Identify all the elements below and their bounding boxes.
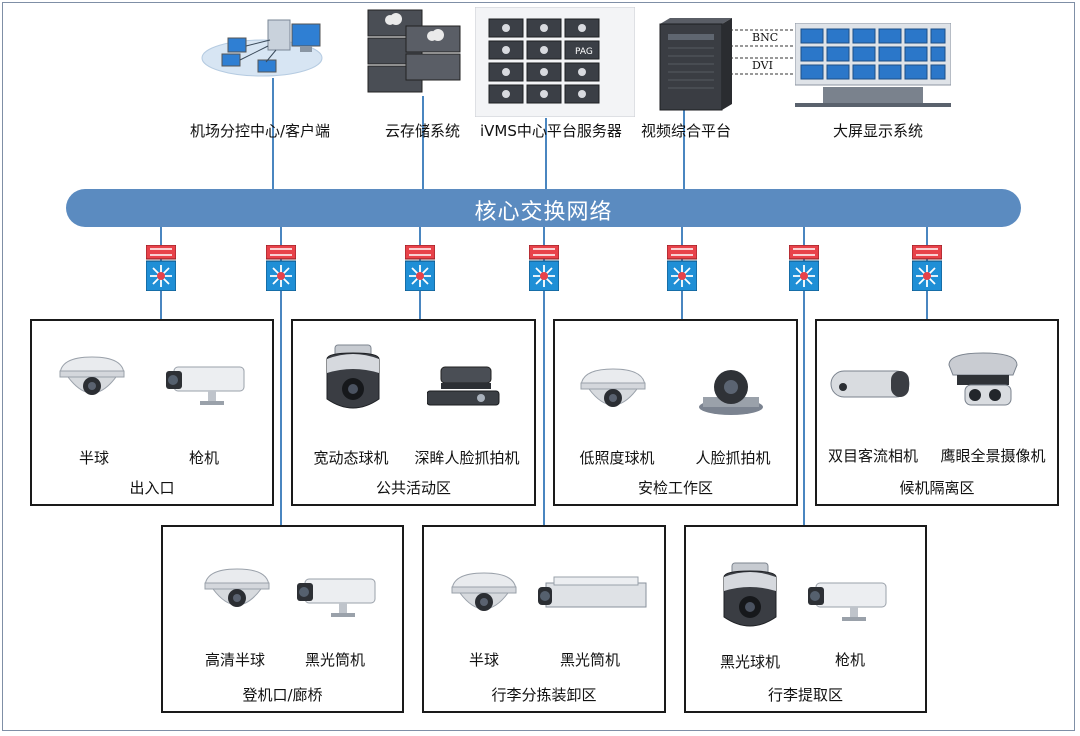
camera-label: 黑光筒机	[559, 651, 621, 669]
zone-title: 行李提取区	[767, 686, 843, 704]
link-cloud	[422, 96, 424, 190]
server-platform-icon: PAG	[475, 7, 635, 117]
box-camera-icon	[536, 575, 650, 615]
zone-title: 行李分拣装卸区	[491, 686, 597, 704]
computer-network-icon	[200, 10, 340, 82]
switch-icon	[266, 245, 296, 291]
zone-baggage-claim: 黑光球机 枪机 行李提取区	[684, 525, 927, 713]
camera-label: 宽动态球机	[313, 449, 389, 467]
zone-title: 安检工作区	[637, 479, 713, 497]
ptz-camera-icon	[714, 561, 786, 637]
zone-departure-lounge: 双目客流相机 鹰眼全景摄像机 候机隔离区	[815, 319, 1059, 506]
switch-icon	[529, 245, 559, 291]
zone-title: 登机口/廊桥	[242, 686, 323, 704]
node-label-video-platform: 视频综合平台	[641, 122, 732, 140]
link-sw6	[803, 226, 805, 526]
zone-entrance: 半球 枪机 出入口	[30, 319, 274, 506]
bnc-label: BNC	[752, 31, 779, 44]
switch-icon	[912, 245, 942, 291]
link-video-platform	[683, 110, 685, 190]
zone-public-area: 宽动态球机 深眸人脸抓拍机 公共活动区	[291, 319, 536, 506]
switch-icon	[667, 245, 697, 291]
camera-label: 黑光球机	[719, 653, 781, 671]
link-sw2	[280, 226, 282, 526]
camera-label: 半球	[78, 449, 110, 467]
camera-label: 枪机	[834, 651, 866, 669]
camera-label: 枪机	[188, 449, 220, 467]
node-label-video-wall: 大屏显示系统	[833, 122, 924, 140]
dome-camera-icon	[577, 365, 649, 425]
dome-camera-icon	[448, 569, 520, 629]
bullet-camera-icon	[160, 359, 252, 409]
switch-icon	[405, 245, 435, 291]
bullet-camera-icon	[802, 575, 894, 625]
core-switch-network: 核心交换网络	[66, 189, 1021, 227]
camera-label: 鹰眼全景摄像机	[940, 447, 1046, 465]
mini-ptz-camera-icon	[695, 363, 767, 419]
camera-label: 黑光筒机	[304, 651, 366, 669]
link-client	[272, 78, 274, 190]
node-label-cloud-storage: 云存储系统	[385, 122, 461, 140]
core-network-label: 核心交换网络	[474, 200, 613, 225]
camera-label: 半球	[468, 651, 500, 669]
camera-label: 高清半球	[204, 651, 266, 669]
link-ivms	[545, 118, 547, 190]
dome-camera-icon	[201, 565, 273, 625]
zone-baggage-sorting: 半球 黑光筒机 行李分拣装卸区	[422, 525, 666, 713]
binocular-camera-icon	[829, 365, 913, 405]
camera-label: 人脸抓拍机	[695, 449, 771, 467]
ptz-camera-icon	[317, 343, 389, 419]
bnc-dvi-links	[730, 26, 796, 76]
node-label-client: 机场分控中心/客户端	[190, 122, 331, 140]
link-sw4	[543, 226, 545, 526]
camera-label: 深眸人脸抓拍机	[414, 449, 520, 467]
panoramic-camera-icon	[947, 351, 1021, 411]
zone-security-check: 低照度球机 人脸抓拍机 安检工作区	[553, 319, 798, 506]
video-wall-icon	[795, 23, 951, 107]
dvi-label: DVI	[752, 59, 773, 72]
video-platform-rack-icon	[652, 16, 742, 112]
zone-title: 公共活动区	[375, 479, 451, 497]
camera-label: 双目客流相机	[827, 447, 919, 465]
zone-boarding-gate: 高清半球 黑光筒机 登机口/廊桥	[161, 525, 404, 713]
node-label-ivms: iVMS中心平台服务器	[480, 122, 622, 140]
face-capture-camera-icon	[427, 361, 503, 411]
switch-icon	[146, 245, 176, 291]
dome-camera-icon	[56, 353, 128, 413]
zone-title: 候机隔离区	[899, 479, 975, 497]
zone-title: 出入口	[129, 479, 175, 497]
svg-text:PAG: PAG	[575, 47, 593, 57]
bullet-camera-icon	[291, 571, 383, 621]
switch-icon	[789, 245, 819, 291]
cloud-storage-icon	[362, 6, 466, 98]
camera-label: 低照度球机	[579, 449, 655, 467]
